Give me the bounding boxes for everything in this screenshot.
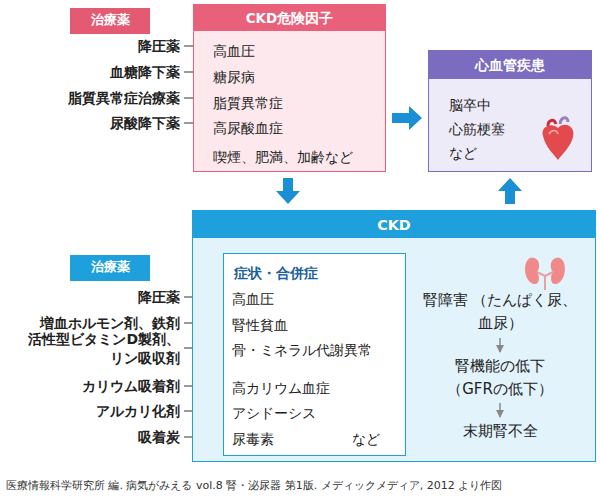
block-arrow [392,106,422,130]
drug-name: 尿酸降下薬 [2,114,180,132]
complication: 高カリウム血症 [232,379,330,397]
source-caption: 医療情報科学研究所 編. 病気がみえる vol.8 腎・泌尿器 第1版. メディ… [6,479,596,493]
complication: 高血圧 [232,290,274,308]
etc-note: など [352,430,380,448]
box-heading: CKD危険因子 [194,9,385,28]
box-heading: 心血管疾患 [429,56,591,75]
box-heading: CKD [193,215,595,235]
complication: アシドーシス [232,404,316,422]
risk-factor: 糖尿病 [213,68,255,86]
tab-heading: 治療薬 [71,11,149,29]
complication: 腎性貧血 [232,316,288,334]
drug-name: 降圧薬 [2,288,180,306]
risk-factor: 高血圧 [213,42,255,60]
drug-name: カリウム吸着剤 [2,377,180,395]
heart-icon [543,118,574,160]
node-box: CKD危険因子高血圧糖尿病脂質異常症高尿酸血症喫煙、肥満、加齢など [193,4,386,172]
node-box: 症状・合併症高血圧腎性貧血骨・ミネラル代謝異常高カリウム血症アシドーシス尿毒素 な… [223,253,406,456]
drug-name: 降圧薬 [2,37,180,55]
drug-name: 血糖降下薬 [2,63,180,81]
node-box: 治療薬 [70,255,150,281]
node-box: 治療薬 [70,8,150,34]
risk-factor: 脂質異常症 [213,94,283,112]
kidney-stage: 腎機能の低下 （GFRの低下） [405,355,595,401]
drug-name: 脂質異常症治療薬 [2,89,180,107]
complication: 骨・ミネラル代謝異常 [232,341,372,359]
complication: 尿毒素 [232,430,274,448]
block-arrow [276,178,300,204]
box-heading: 症状・合併症 [234,264,318,282]
drug-name: 増血ホルモン剤、鉄剤 [2,314,180,332]
risk-factor: 喫煙、肥満、加齢など [213,148,353,166]
disease-list: 脳卒中 心筋梗塞 など [449,93,531,165]
drug-name: アルカリ化剤 [2,402,180,420]
drug-name: 吸着炭 [2,428,180,446]
kidney-stage: 末期腎不全 [405,421,595,441]
block-arrow [498,178,522,204]
progress-arrows [499,338,501,417]
drug-name: 活性型ビタミンD製剤、 リン吸収剤 [2,330,180,368]
tab-heading: 治療薬 [71,258,149,276]
risk-factor: 高尿酸血症 [213,119,283,137]
kidney-icon [525,258,565,290]
kidney-stage: 腎障害 （たんぱく尿、血尿） [405,289,595,335]
node-box: 心血管疾患脳卒中 心筋梗塞 など [428,50,592,172]
